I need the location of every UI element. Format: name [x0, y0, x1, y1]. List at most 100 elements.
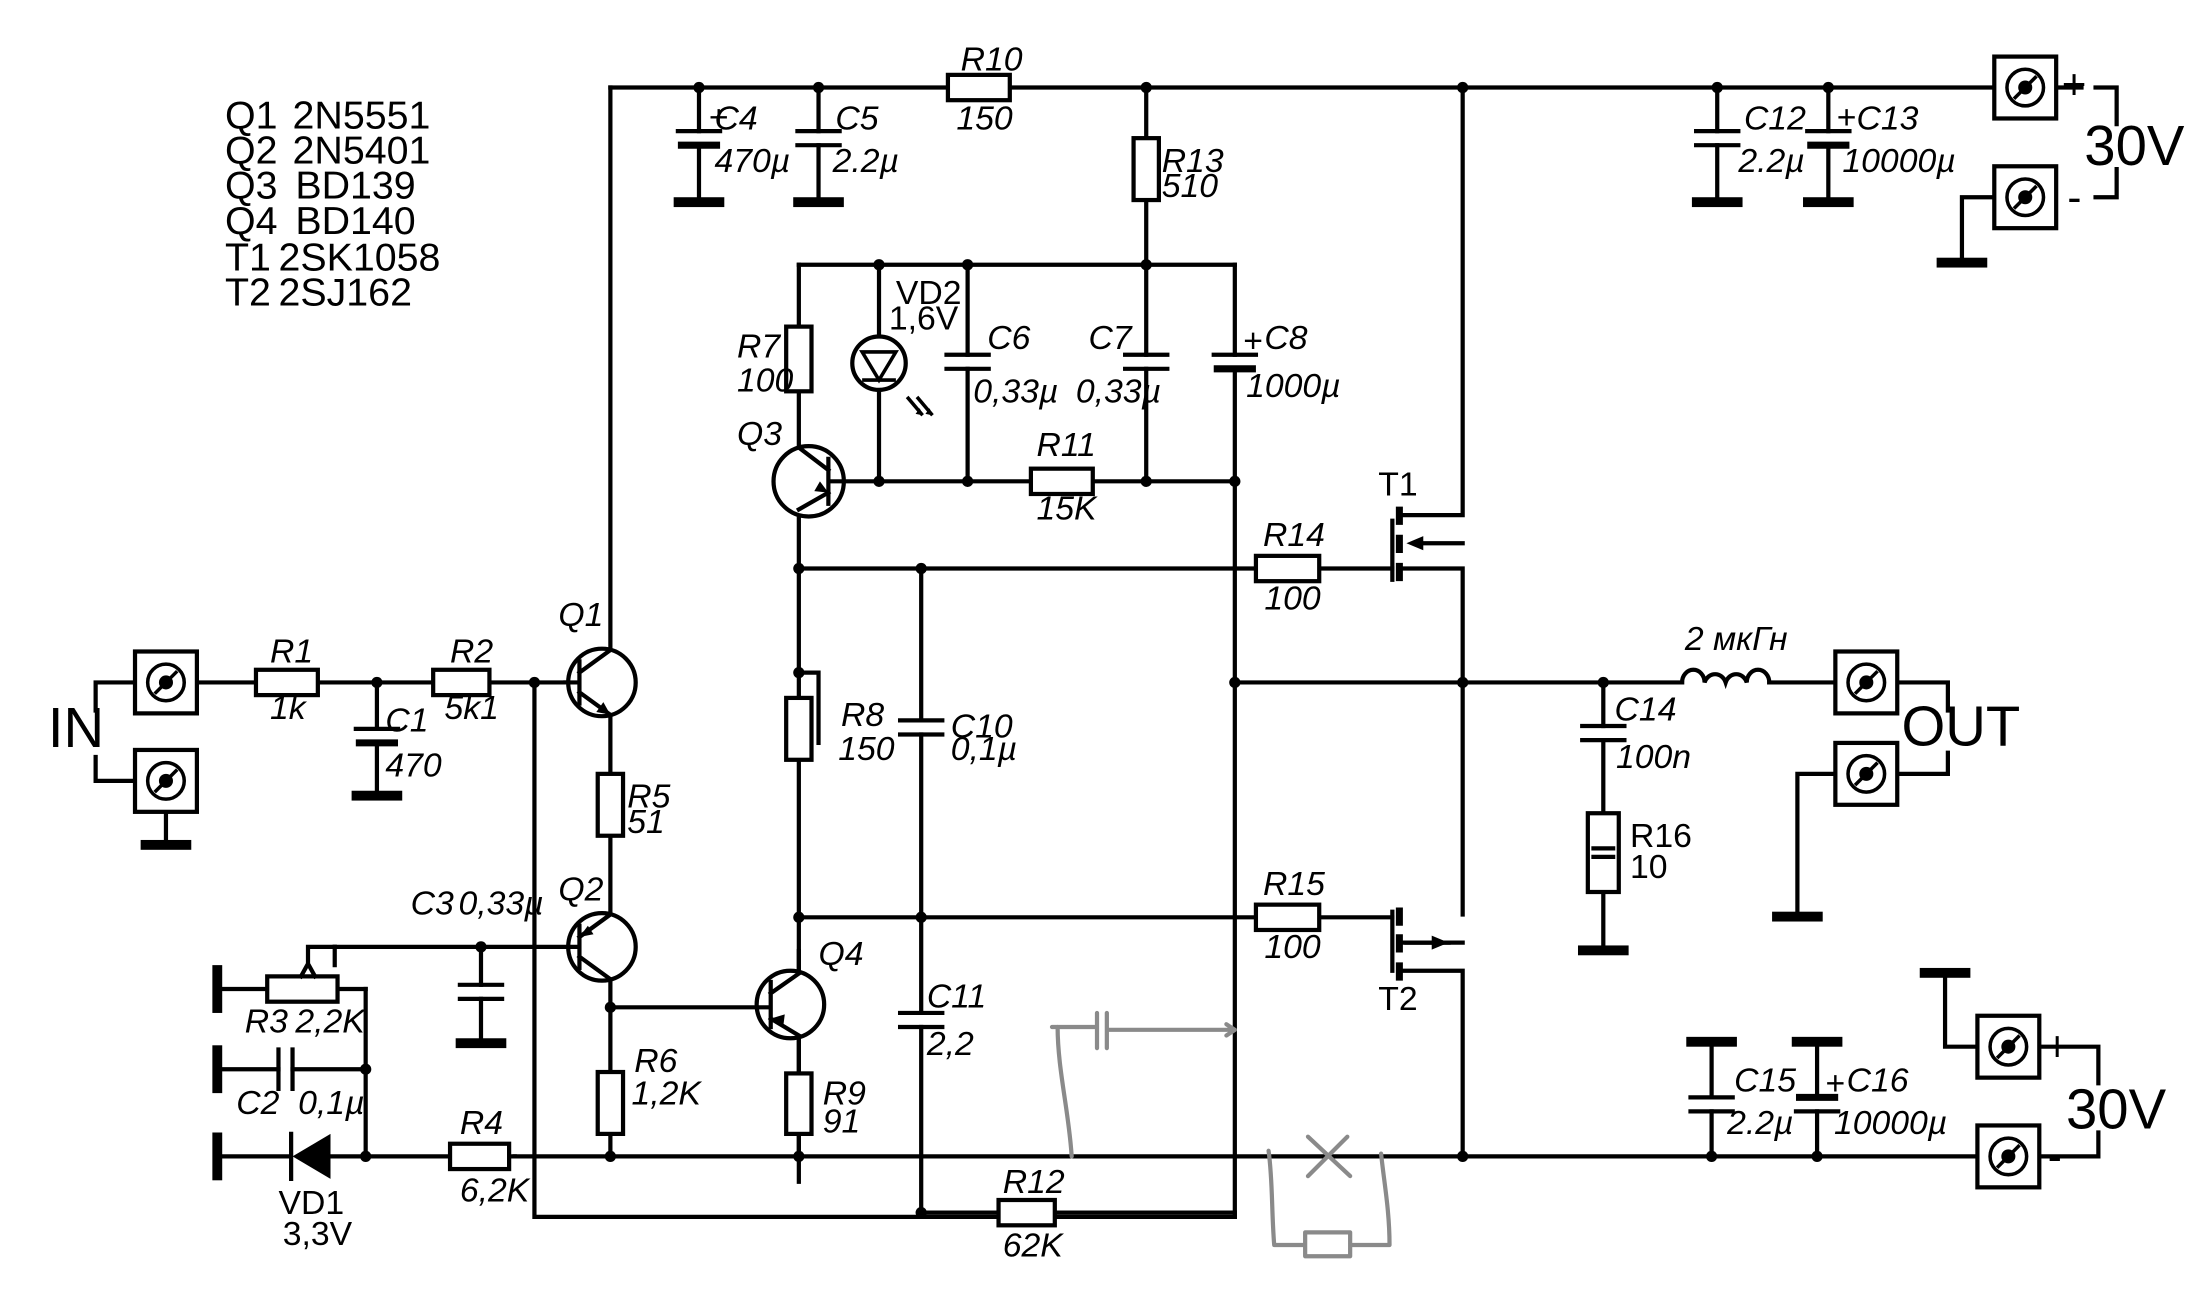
led-vd2[interactable]	[850, 334, 934, 417]
capacitor-c4[interactable]: +	[675, 98, 729, 149]
supply-bottom-plus-terminal[interactable]	[1975, 1013, 2042, 1080]
svg-text:+: +	[1826, 1065, 1846, 1103]
capacitor-c1[interactable]	[353, 726, 401, 747]
resistor-r10[interactable]	[945, 72, 1012, 103]
r14-ref: R14	[1263, 516, 1325, 554]
out-terminal-ground[interactable]	[1833, 740, 1900, 807]
resistor-r5[interactable]	[595, 771, 626, 838]
c15-ref: C15	[1734, 1062, 1796, 1100]
c3-ref: C3	[411, 884, 454, 922]
c10-value: 0,1µ	[951, 730, 1017, 768]
c8-ref: C8	[1264, 319, 1307, 357]
ground-bar	[1686, 1036, 1737, 1047]
ground-bar	[212, 965, 223, 1013]
capacitor-c3[interactable]	[457, 982, 505, 1001]
resistor-r11[interactable]	[1028, 466, 1095, 497]
capacitor-c6[interactable]	[944, 352, 991, 371]
in-terminal-ground[interactable]	[132, 747, 200, 814]
bom-q2-part: 2N5401	[293, 128, 431, 172]
resistor-r6[interactable]	[595, 1069, 626, 1137]
c13-value: 10000µ	[1842, 142, 1955, 180]
vd1-value: 3,3V	[283, 1215, 353, 1253]
c3-value: 0,33µ	[458, 884, 543, 922]
bom-q3-ref: Q3	[225, 164, 278, 208]
resistor-r2[interactable]	[431, 667, 492, 698]
resistor-r3[interactable]	[265, 974, 340, 1004]
svg-text:+: +	[1837, 98, 1857, 136]
pen-annotations	[1049, 1010, 1392, 1259]
out-terminal-signal[interactable]	[1833, 649, 1900, 716]
bom-q2-ref: Q2	[225, 128, 278, 172]
capacitor-c2[interactable]	[276, 1047, 295, 1092]
r15-value: 100	[1264, 928, 1321, 966]
r8-ref: R8	[841, 696, 884, 734]
inductor-l1[interactable]	[1679, 667, 1772, 690]
resistor-r13[interactable]	[1131, 136, 1161, 203]
diode-vd1[interactable]	[289, 1131, 331, 1182]
ground-bar	[455, 1038, 507, 1049]
supply-top-minus-terminal[interactable]	[1992, 164, 2059, 231]
c4-ref: C4	[714, 100, 757, 138]
transistor-q4[interactable]	[754, 968, 827, 1041]
resistor-r15[interactable]	[1253, 902, 1322, 933]
resistor-r12[interactable]	[996, 1197, 1057, 1228]
capacitor-c10[interactable]	[897, 718, 945, 737]
resistor-r1[interactable]	[253, 667, 320, 698]
r1-ref: R1	[270, 633, 313, 671]
mosfet-t1[interactable]	[1390, 506, 1424, 582]
junction-dots	[360, 81, 1834, 1219]
r8-value: 150	[838, 730, 895, 768]
c11-value: 2,2	[926, 1025, 974, 1063]
capacitor-c13[interactable]: +	[1805, 98, 1857, 149]
r12-value: 62K	[1003, 1226, 1065, 1264]
supply-top-plus: +	[2062, 61, 2087, 108]
supply-top-plus-terminal[interactable]	[1992, 54, 2059, 121]
r9-ref: R9	[823, 1074, 866, 1112]
resistors	[253, 72, 1621, 1228]
capacitor-c12[interactable]	[1694, 129, 1741, 148]
capacitor-c11[interactable]	[897, 1010, 945, 1030]
transistor-q3[interactable]	[771, 444, 846, 519]
c6-ref: C6	[987, 319, 1030, 357]
bom-t2-ref: T2	[225, 271, 271, 315]
transistor-q1[interactable]	[563, 646, 638, 719]
bom-t1-part: 2SK1058	[278, 235, 440, 279]
resistor-r14[interactable]	[1253, 553, 1322, 584]
bom-list: Q1 2N5551 Q2 2N5401 Q3 BD139 Q4 BD140 T1…	[225, 93, 440, 314]
ground-bar	[1577, 945, 1629, 956]
ground-bar	[351, 790, 403, 801]
supply-bottom-minus-terminal[interactable]	[1975, 1123, 2042, 1190]
capacitor-c16[interactable]: +	[1793, 1065, 1846, 1114]
q3-ref: Q3	[737, 415, 782, 453]
c14-ref: C14	[1615, 690, 1677, 728]
resistor-r16[interactable]	[1585, 811, 1621, 895]
capacitor-c5[interactable]	[795, 129, 842, 148]
bom-q4-part: BD140	[295, 199, 415, 243]
r2-ref: R2	[450, 633, 493, 671]
l1-value: 2 мкГн	[1684, 620, 1788, 658]
r11-ref: R11	[1037, 426, 1096, 464]
resistor-r7[interactable]	[784, 324, 814, 394]
resistor-r4[interactable]	[447, 1141, 512, 1172]
capacitor-c15[interactable]	[1688, 1095, 1735, 1114]
r3-ref: R3	[245, 1003, 288, 1041]
bom-q1-ref: Q1	[225, 93, 278, 137]
bom-q1-part: 2N5551	[293, 93, 431, 137]
in-terminal-signal[interactable]	[132, 649, 200, 716]
vd2-value: 1,6V	[889, 299, 959, 337]
transistor-q2[interactable]	[566, 910, 638, 983]
capacitor-c7[interactable]	[1123, 352, 1170, 371]
bom-q3-part: BD139	[295, 164, 415, 208]
c6-value: 0,33µ	[973, 373, 1058, 411]
component-labels: R1 1k R2 5k1 C1 470 Q1 R5 51 Q2 C3 0,33µ…	[236, 41, 1955, 1265]
capacitor-c8[interactable]: +	[1211, 322, 1263, 373]
ground-symbols	[140, 197, 1988, 1181]
mosfet-t2[interactable]	[1390, 907, 1451, 981]
c12-value: 2.2µ	[1737, 142, 1804, 180]
resistor-r9[interactable]	[784, 1071, 814, 1137]
resistor-r8[interactable]	[784, 695, 814, 762]
capacitor-c14[interactable]	[1580, 723, 1627, 743]
out-label: OUT	[1901, 695, 2020, 758]
